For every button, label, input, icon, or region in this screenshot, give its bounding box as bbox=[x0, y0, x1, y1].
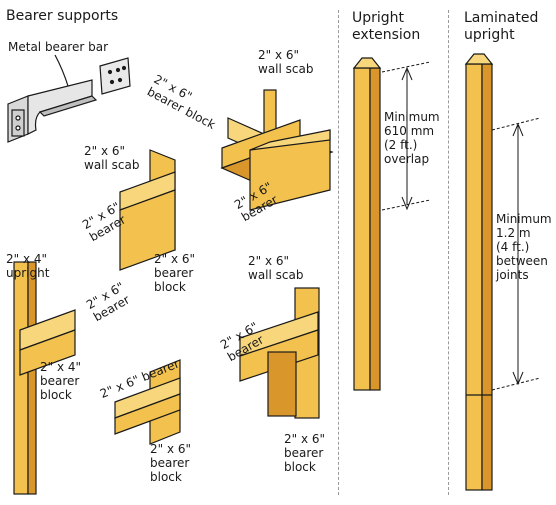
label-overlap-note: Minimum 610 mm (2 ft.) overlap bbox=[384, 110, 440, 166]
joints-dimension bbox=[491, 117, 541, 391]
label-metal-bearer-bar: Metal bearer bar bbox=[8, 40, 109, 54]
overlap-dimension bbox=[381, 61, 431, 211]
heading-laminated-upright: Laminated upright bbox=[464, 10, 539, 43]
label-joints-note: Minimum 1.2 m (4 ft.) between joints bbox=[496, 212, 552, 282]
label-bearer-block-mid: 2" x 6" bearer block bbox=[154, 252, 196, 294]
section-divider-1 bbox=[338, 10, 339, 495]
label-wall-scab-mid-left: 2" x 6" wall scab bbox=[84, 144, 140, 172]
label-wall-scab-top-right: 2" x 6" wall scab bbox=[258, 48, 314, 76]
heading-bearer-supports: Bearer supports bbox=[6, 8, 119, 24]
upright-extension-posts bbox=[352, 57, 382, 391]
label-bearer-block-bottom-mid: 2" x 6" bearer block bbox=[150, 442, 192, 484]
assembly-mid-left bbox=[119, 149, 176, 271]
heading-upright-extension: Upright extension bbox=[352, 10, 421, 43]
laminated-upright-post bbox=[464, 53, 494, 491]
assembly-top-right bbox=[220, 89, 334, 211]
label-bearer-block-bottom-right: 2" x 6" bearer block bbox=[284, 432, 326, 474]
assembly-lower-right bbox=[239, 287, 320, 419]
metal-bar-pointer bbox=[54, 54, 69, 87]
label-wall-scab-lower-right: 2" x 6" wall scab bbox=[248, 254, 304, 282]
section-divider-2 bbox=[448, 10, 449, 495]
metal-bearer-bar bbox=[7, 57, 131, 143]
assembly-2x4-upright bbox=[13, 261, 76, 495]
label-2x4-upright: 2" x 4" upright bbox=[6, 252, 50, 280]
label-bearer-block-2x4: 2" x 4" bearer block bbox=[40, 360, 82, 402]
assembly-bottom-mid bbox=[114, 359, 181, 445]
